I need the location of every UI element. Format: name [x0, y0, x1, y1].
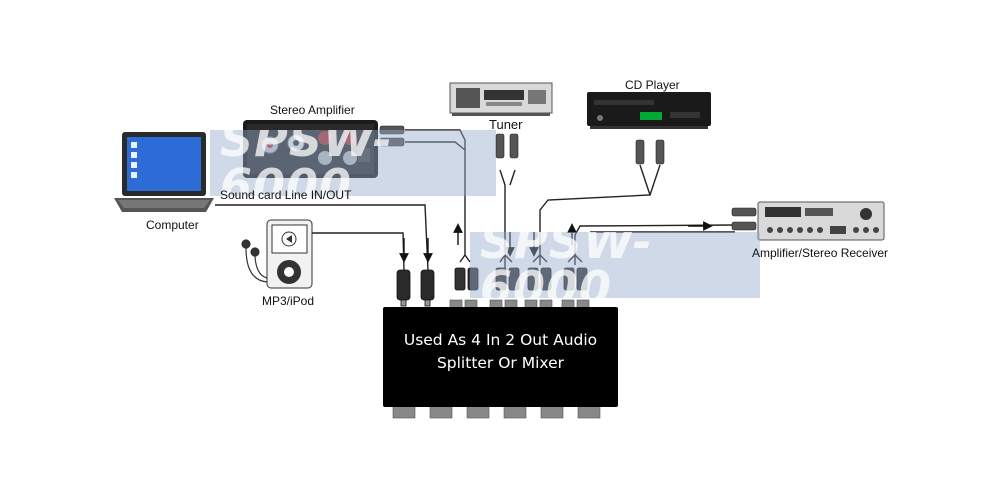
- cable-mp3-to-mixer: [310, 232, 405, 271]
- cable-cd-to-mixer-2: [649, 164, 661, 196]
- cables: [215, 129, 736, 271]
- label-receiver: Amplifier/Stereo Receiver: [752, 246, 889, 260]
- cable-cd-to-mixer: [539, 164, 651, 265]
- label-stereo-amplifier: Stereo Amplifier: [270, 103, 355, 117]
- flow-arrows: [399, 221, 713, 263]
- watermark-banner-right: SPSW-6000: [470, 232, 760, 298]
- receiver-plugs: [731, 207, 757, 231]
- mp3-ipod-icon: [266, 219, 313, 289]
- computer-laptop-icon: [114, 132, 214, 212]
- mixer-label: Used As 4 In 2 Out Audio Splitter Or Mix…: [383, 329, 618, 375]
- cable-computer-to-mixer: [215, 204, 429, 271]
- watermark-banner-left: SPSW-6000: [210, 130, 496, 196]
- mini-jacks: [396, 269, 435, 307]
- label-cd-player: CD Player: [625, 78, 680, 92]
- mixer-label-line1: Used As 4 In 2 Out Audio: [403, 331, 598, 349]
- watermark-text-left: SPSW-6000: [220, 130, 393, 196]
- stereo-receiver-icon: [757, 201, 885, 241]
- tuner-plugs: [495, 133, 519, 159]
- cable-receiver-to-mixer: [574, 224, 736, 265]
- rca-plugs-top: [454, 267, 588, 291]
- label-sound-card: Sound card Line IN/OUT: [220, 188, 352, 202]
- tuner-icon: [449, 82, 553, 116]
- stereo-amplifier-icon: [243, 120, 378, 178]
- mixer-connectors: [392, 299, 601, 419]
- cd-player-plugs: [635, 139, 665, 165]
- cable-amp-to-mixer-2: [405, 141, 466, 151]
- label-computer: Computer: [146, 218, 199, 232]
- label-mp3-ipod: MP3/iPod: [262, 294, 315, 308]
- cable-tuner-to-mixer-2: [509, 169, 516, 186]
- earphones-icon: [241, 239, 268, 283]
- audio-splitter-mixer: Used As 4 In 2 Out Audio Splitter Or Mix…: [383, 307, 618, 407]
- cd-player-icon: [587, 92, 711, 129]
- amp-rca-plugs: [379, 125, 405, 147]
- label-tuner: Tuner: [489, 117, 523, 132]
- cable-amp-to-mixer: [405, 129, 466, 255]
- cable-tuner-to-mixer: [499, 169, 506, 270]
- mixer-label-line2: Splitter Or Mixer: [436, 354, 565, 372]
- watermark-text-right: SPSW-6000: [480, 232, 653, 298]
